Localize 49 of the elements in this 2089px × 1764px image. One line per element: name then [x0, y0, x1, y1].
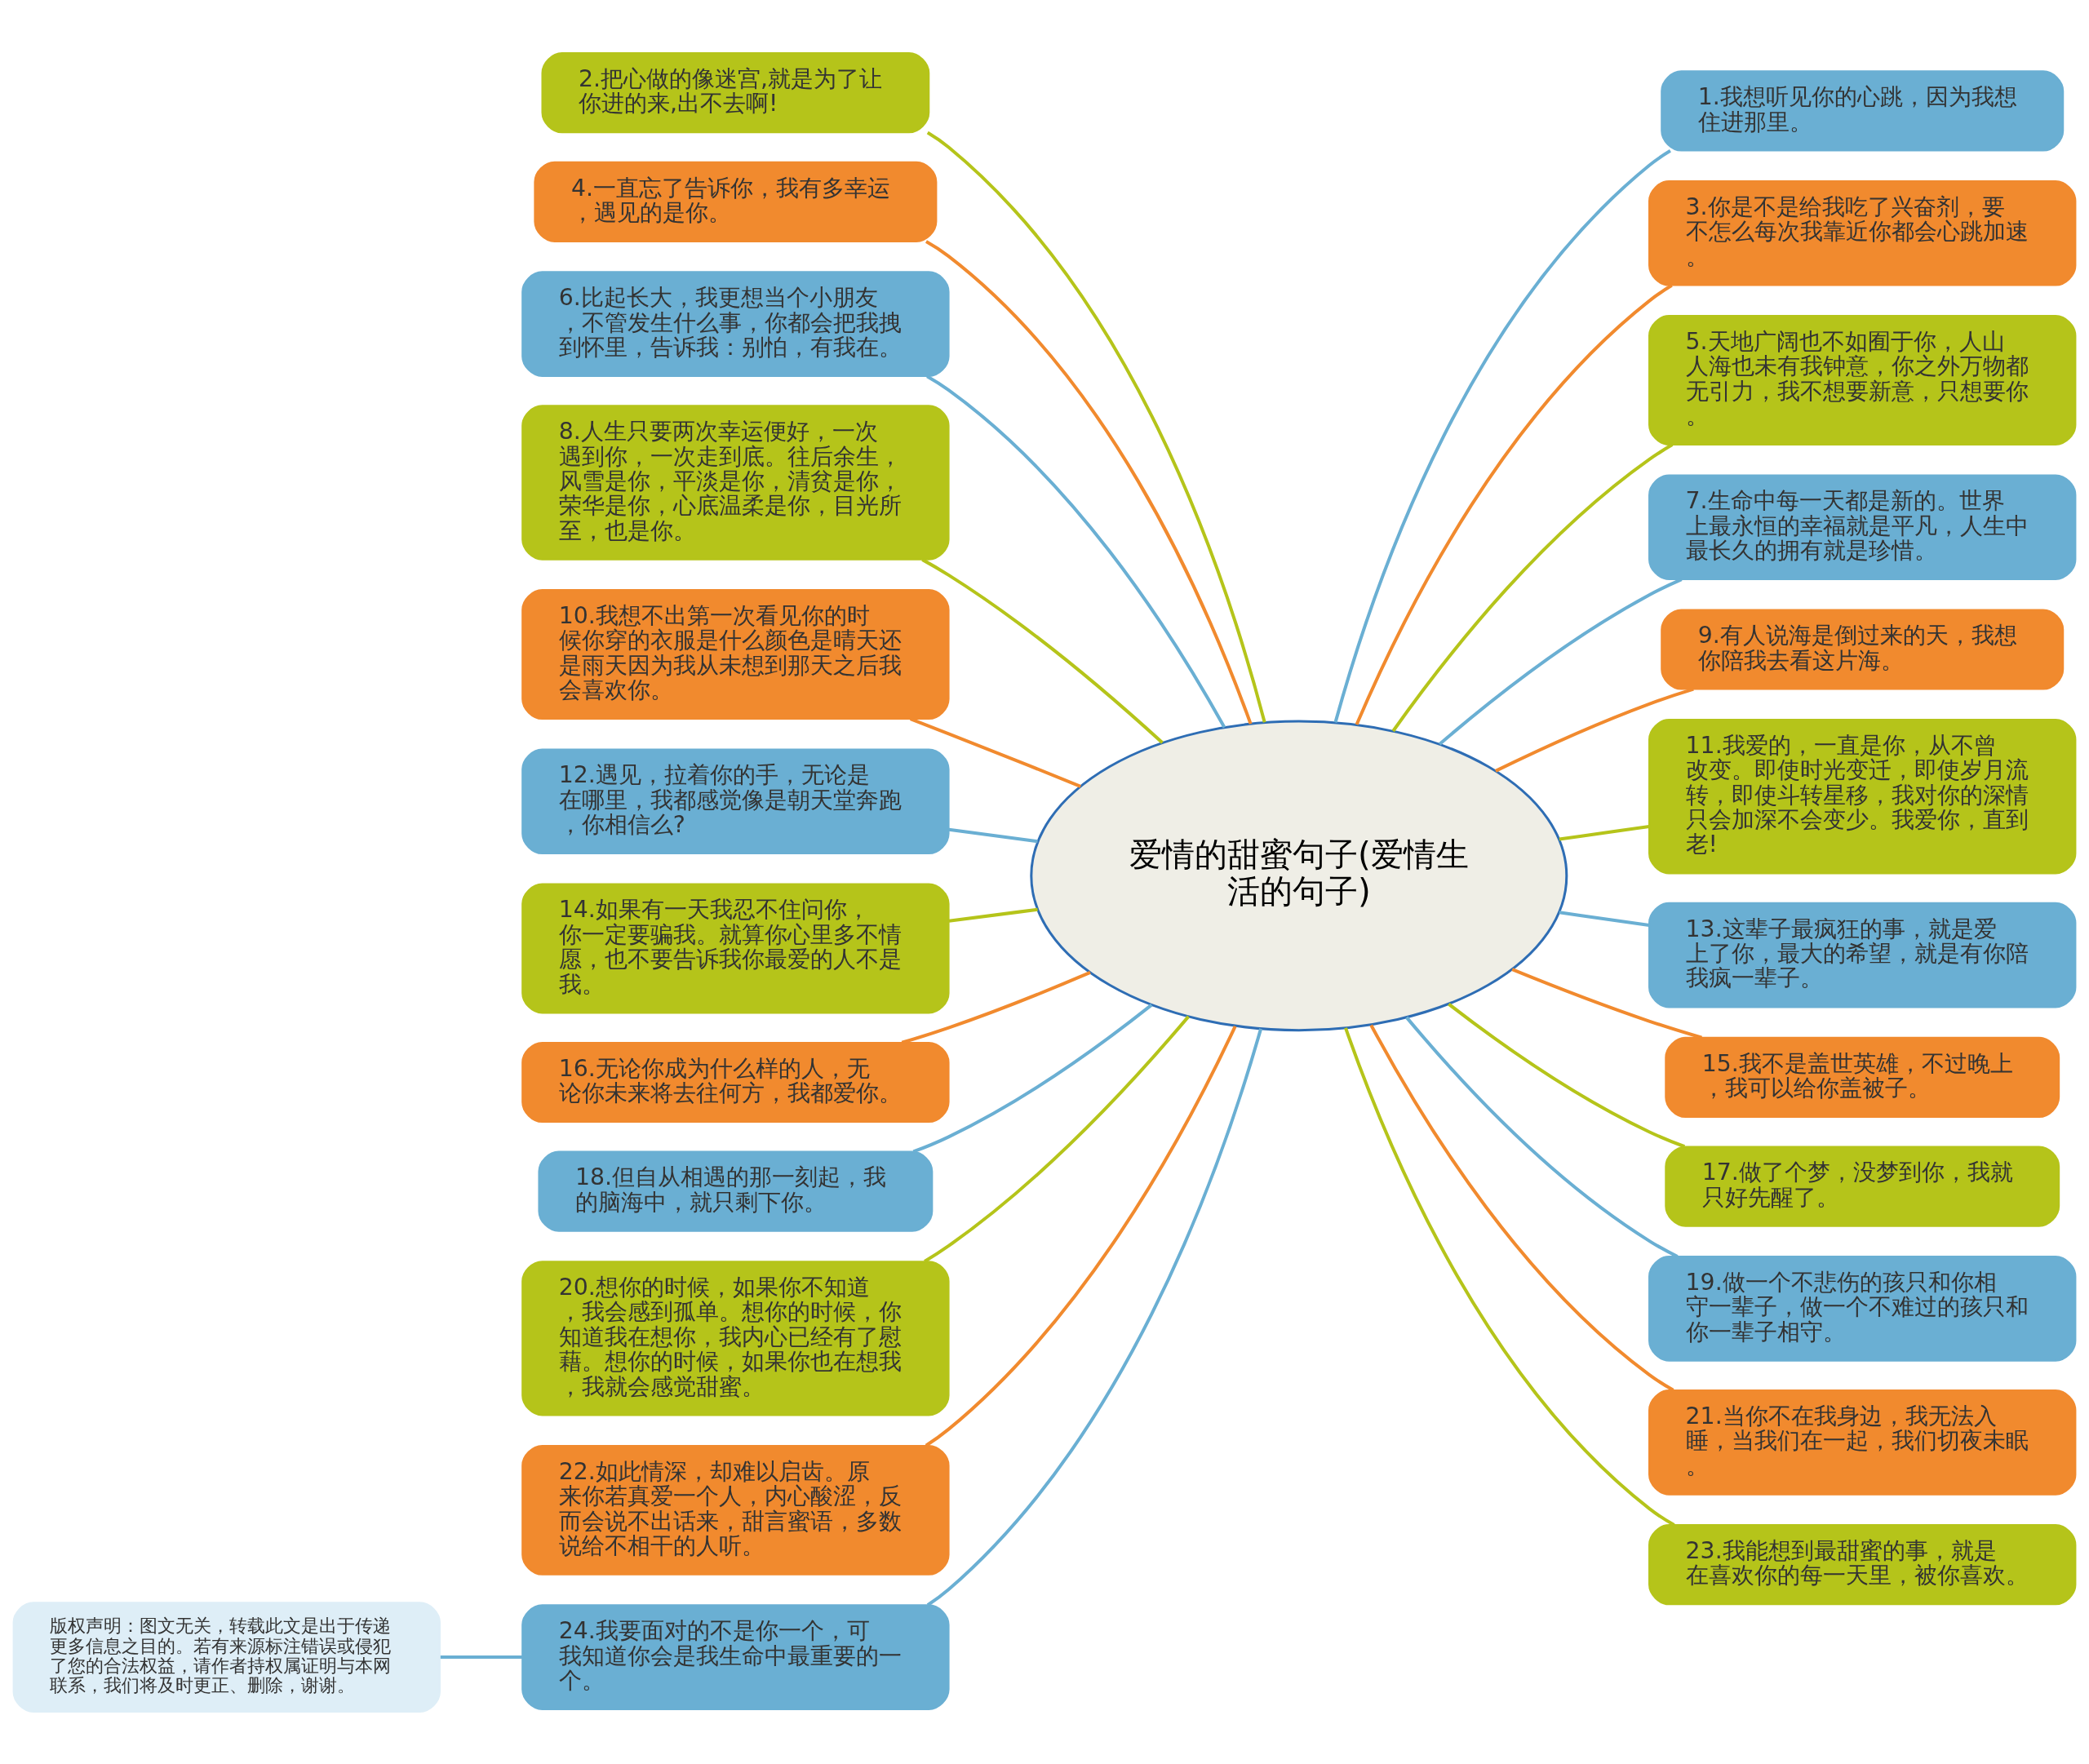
connector	[925, 1025, 1237, 1447]
connector	[912, 1003, 1153, 1153]
node-box: 16.无论你成为什么样的人，无论你未来将去往何方，我都爱你。	[521, 1041, 950, 1123]
connector	[1405, 1016, 1679, 1258]
connector	[440, 1655, 522, 1659]
node-box: 19.做一个不悲伤的孩只和你相守一辈子，做一个不难过的孩只和你一辈子相守。	[1648, 1255, 2077, 1362]
connector	[901, 970, 1091, 1044]
node-box: 10.我想不出第一次看见你的时候你穿的衣服是什么颜色是晴天还是雨天因为我从未想到那天之后我会喜欢你。	[521, 588, 950, 720]
node-ellipse: 爱情的甜蜜句子(爱情生活的句子)	[1030, 720, 1568, 1031]
connector	[948, 827, 1038, 843]
node-box: 8.人生只要两次幸运便好，一次遇到你，一次走到底。往后余生，风雪是你，平淡是你，清贫是你，荣华是你，心底温柔是你，目光所至，也是你。	[521, 404, 950, 561]
connector	[1495, 687, 1694, 773]
node-box: 2.把心做的像迷宫,就是为了让你进的来,出不去啊!	[541, 51, 930, 133]
connector	[1448, 1002, 1686, 1148]
connector	[926, 374, 1226, 728]
connector	[1369, 1023, 1674, 1392]
node-box: 23.我能想到最甜蜜的事，就是在喜欢你的每一天里，被你喜欢。	[1648, 1523, 2077, 1605]
node-box: 9.有人说海是倒过来的天，我想你陪我去看这片海。	[1661, 608, 2065, 690]
node-box: 24.我要面对的不是你一个，可我知道你会是我生命中最重要的一个。	[521, 1603, 950, 1710]
connector	[1511, 967, 1703, 1039]
node-box: 4.一直忘了告诉你，我有多幸运，遇见的是你。	[534, 161, 938, 242]
node-box: 22.如此情深，却难以启齿。原来你若真爱一个人，内心酸涩，反而会说不出话来，甜言蜜语，多数说给不相干的人听。	[521, 1444, 950, 1576]
node-box: 12.遇见，拉着你的手，无论是在哪里，我都感觉像是朝天堂奔跑，你相信么?	[521, 748, 950, 854]
connector	[1559, 910, 1650, 927]
connector	[1559, 824, 1650, 840]
connector	[948, 907, 1038, 923]
node-box: 13.这辈子最疯狂的事，就是爱上了你，最大的希望，就是有你陪我疯一辈子。	[1648, 902, 2077, 1008]
connector	[925, 239, 1253, 725]
connector	[1344, 1026, 1675, 1527]
node-box: 20.想你的时候，如果你不知道，我会感到孤单。想你的时候，你知道我在想你，我内心已经有了慰藉。想你的时候，如果你也在想我，我就会感觉甜蜜。	[521, 1260, 950, 1416]
connector	[1333, 148, 1671, 723]
connector	[926, 1027, 1263, 1607]
node-box: 3.你是不是给我吃了兴奋剂，要不怎么每次我靠近你都会心跳加速。	[1648, 180, 2077, 286]
node-box: 21.当你不在我身边，我无法入睡，当我们在一起，我们切夜未眠。	[1648, 1389, 2077, 1496]
node-box: 11.我爱的，一直是你，从不曾改变。即使时光变迁，即使岁月流转，即使斗转星移，我对你的深情只会加深不会变少。我爱你，直到老!	[1648, 718, 2077, 874]
connector	[1355, 283, 1673, 725]
node-box: 14.如果有一天我忍不住问你，你一定要骗我。就算你心里多不情愿，也不要告诉我你最爱的人不是我。	[521, 883, 950, 1013]
node-box: 17.做了个梦，没梦到你，我就只好先醒了。	[1665, 1145, 2060, 1227]
connector	[926, 131, 1266, 723]
connector	[921, 557, 1164, 744]
connector	[924, 1015, 1190, 1263]
node-box: 18.但自从相遇的那一刻起，我的脑海中，就只剩下你。	[538, 1150, 934, 1232]
connector	[1391, 442, 1674, 732]
node-box: 5.天地广阔也不如囿于你，人山人海也未有我钟意，你之外万物都无引力，我不想要新意，只想要你。	[1648, 314, 2077, 445]
node-box: 15.我不是盖世英雄，不过晚上，我可以给你盖被子。	[1665, 1036, 2060, 1118]
node-box: 7.生命中每一天都是新的。世界上最永恒的幸福就是平凡，人生中最长久的拥有就是珍惜。	[1648, 473, 2077, 580]
node-box: 版权声明：图文无关，转载此文是出于传递更多信息之目的。若有来源标注错误或侵犯了您的合法权益，请作者持权属证明与本网联系，我们将及时更正、删除，谢谢。	[12, 1601, 441, 1713]
node-box: 1.我想听见你的心跳，因为我想住进那里。	[1661, 69, 2065, 152]
node-box: 6.比起长大，我更想当个小朋友，不管发生什么事，你都会把我拽到怀里，告诉我：别怕，有我在。	[521, 270, 950, 377]
